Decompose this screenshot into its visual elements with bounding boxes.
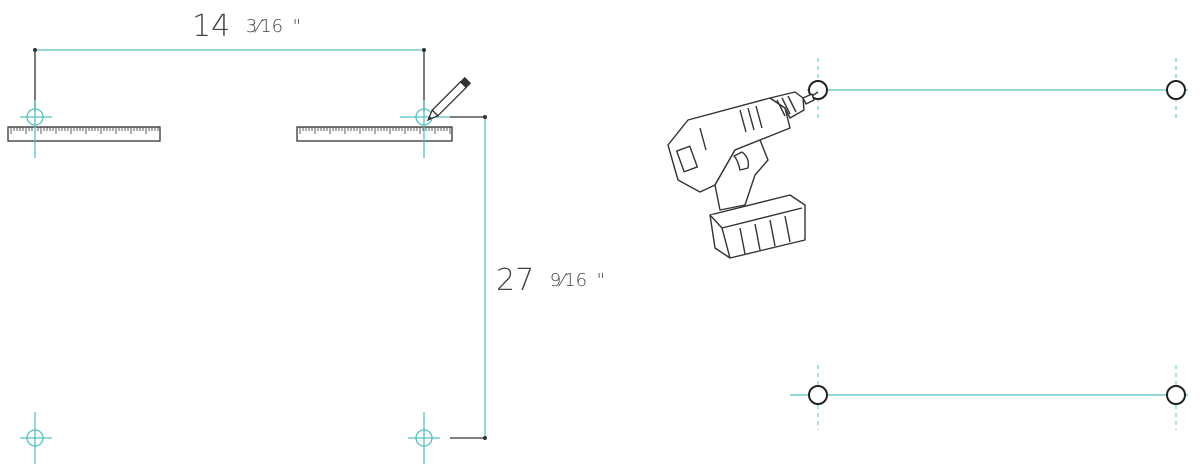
crosshair-marker-icon <box>20 100 52 158</box>
drill-hole-icon <box>808 385 828 405</box>
pencil-icon <box>426 76 472 122</box>
crosshair-marker-icon <box>20 412 52 464</box>
width-dimension: 14 3⁄16 " <box>33 5 426 112</box>
drill-hole-icon <box>1166 385 1186 405</box>
ruler-icon <box>7 126 161 142</box>
crosshair-marker-icon <box>400 100 450 158</box>
crosshair-marker-icon <box>408 412 440 464</box>
height-dimension: 27 9⁄16 " <box>450 115 605 440</box>
guide-lines <box>790 58 1188 430</box>
drill-icon <box>667 91 819 259</box>
width-dimension-label: 14 3⁄16 " <box>192 5 301 44</box>
ruler-icon <box>296 126 453 142</box>
height-dimension-label: 27 9⁄16 " <box>496 259 605 298</box>
drill-hole-icon <box>1166 80 1186 100</box>
